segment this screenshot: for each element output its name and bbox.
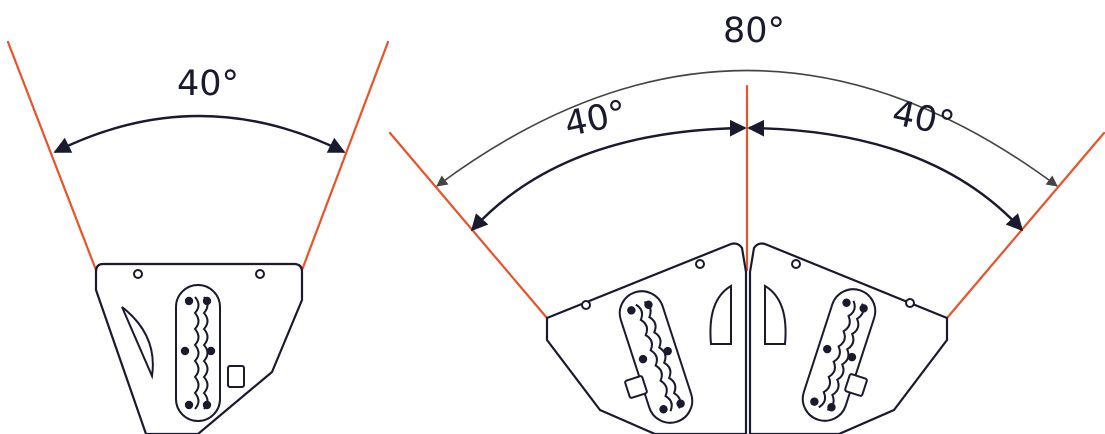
single-cabinet-plate [94, 262, 304, 434]
single-angle-arc [53, 114, 346, 154]
outer-left-ray [388, 131, 549, 320]
handle-cutout [121, 306, 154, 380]
connector-plate [227, 365, 245, 388]
single-angle-label: 40° [177, 64, 239, 104]
handle-cutout [764, 284, 787, 345]
right-angle-label: 40° [889, 93, 958, 145]
connector-plate [844, 373, 868, 397]
connector-plate [624, 375, 648, 399]
slot-rail [175, 284, 221, 422]
mount-hole [791, 259, 801, 269]
left-angle-arc [470, 119, 747, 232]
mount-hole [255, 269, 265, 279]
left-edge-ray [6, 40, 98, 272]
mount-hole [695, 259, 705, 269]
right-angle-arc [747, 119, 1024, 232]
handle-cutout [709, 284, 732, 345]
outer-right-ray [945, 131, 1105, 320]
mount-hole [581, 300, 591, 310]
single-cabinet-group: 40° [6, 40, 390, 434]
dual-cabinet-group: 80° 40° 40° [388, 11, 1105, 434]
total-angle-label: 80° [723, 11, 785, 51]
right-cabinet-plate [748, 242, 949, 434]
mount-hole [133, 269, 143, 279]
left-cabinet-plate [545, 242, 748, 434]
mount-hole [905, 298, 915, 308]
left-angle-label: 40° [561, 93, 630, 145]
right-edge-ray [300, 40, 390, 272]
